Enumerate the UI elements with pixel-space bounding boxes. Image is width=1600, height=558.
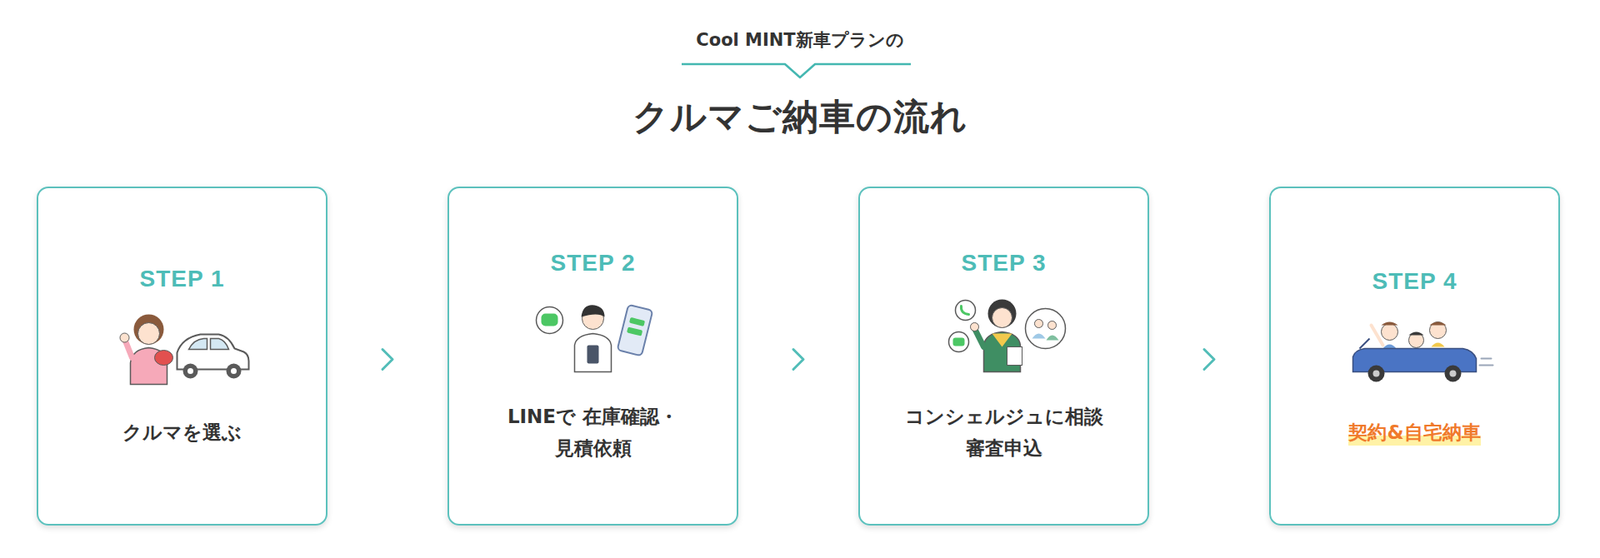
concierge-illustration [949, 300, 1066, 373]
step-number: STEP 4 [1372, 267, 1458, 296]
line-inquiry-illustration-part [587, 345, 600, 365]
concierge-illustration-part [949, 332, 970, 353]
home-delivery-illustration-part [1409, 332, 1425, 336]
line-inquiry-illustration-part [541, 314, 559, 327]
line-inquiry-illustration-part [581, 305, 605, 317]
concierge-illustration-part [992, 308, 1013, 329]
home-delivery-illustration-part [1480, 359, 1494, 366]
car-choice-illustration-part [189, 339, 208, 350]
line-inquiry-illustration-part-part [629, 317, 645, 327]
concierge-illustration-part [1046, 335, 1060, 341]
flow-chevron [382, 350, 393, 370]
home-delivery-illustration-part [1430, 322, 1447, 340]
home-delivery-illustration-part [1360, 339, 1370, 350]
home-delivery-illustration-part [1381, 322, 1399, 326]
step-text: クルマを選ぶ [122, 416, 242, 449]
car-choice-illustration-part [187, 368, 194, 375]
icon-slot [933, 292, 1075, 380]
home-delivery-illustration-part [1430, 322, 1447, 326]
home-delivery-illustration-part [1445, 365, 1462, 383]
concierge-illustration-part [1007, 347, 1023, 366]
car-choice-illustration-part [230, 368, 237, 375]
concierge-illustration-part [955, 300, 976, 321]
line-inquiry-illustration [536, 305, 654, 373]
concierge-illustration-part [1048, 321, 1057, 330]
step-text: LINEで 在庫確認・見積依頼 [487, 400, 699, 465]
concierge-illustration-part [992, 334, 1013, 348]
line-inquiry-illustration-part [536, 307, 564, 335]
step-text: 契約&自宅納車 [1348, 419, 1480, 446]
step-number: STEP 1 [140, 265, 225, 294]
heading-underline [681, 64, 911, 78]
car-choice-illustration-part [125, 341, 133, 359]
home-delivery-illustration-part [1409, 333, 1425, 349]
line-inquiry-illustration-part-part [626, 326, 643, 336]
home-delivery-illustration-part [1381, 324, 1399, 341]
diagram-title: クルマご納車の流れ [0, 93, 1600, 142]
car-choice-illustration-part [155, 350, 174, 366]
home-delivery-illustration-part [1371, 325, 1384, 346]
car-choice-illustration-part [210, 339, 230, 350]
flow-chevron [1204, 350, 1215, 370]
step-box: STEP 4 契約&自宅納車 [1269, 186, 1560, 526]
concierge-illustration-part [1025, 309, 1066, 350]
heading-underline-part [681, 64, 911, 78]
home-delivery-illustration [1353, 322, 1494, 383]
concierge-illustration-part [960, 306, 969, 315]
concierge-illustration-part [1035, 320, 1044, 329]
icon-slot [111, 308, 254, 395]
subheading-label: Cool MINT新車プランの [695, 30, 904, 50]
car-choice-illustration [120, 315, 250, 385]
home-delivery-illustration-part [1373, 370, 1380, 378]
home-delivery-illustration-part [1450, 370, 1457, 378]
step-box: STEP 2 LINEで 在庫確認・見積依頼 [447, 186, 739, 526]
icon-slot [1344, 310, 1486, 398]
step-text: コンシェルジュに相談 審査申込 [898, 400, 1110, 465]
concierge-illustration-part [970, 323, 980, 332]
line-inquiry-illustration-part [575, 334, 612, 373]
car-choice-illustration-part [134, 315, 165, 345]
concierge-illustration-part [975, 330, 985, 348]
line-inquiry-illustration-part [617, 305, 654, 357]
car-choice-illustration-part [138, 323, 160, 345]
concierge-illustration-part [988, 300, 1017, 329]
car-choice-illustration-part [226, 364, 242, 380]
home-delivery-illustration-part [1368, 365, 1385, 383]
car-choice-illustration-part [183, 364, 199, 380]
step-number: STEP 2 [550, 249, 636, 278]
concierge-illustration-part [953, 338, 965, 347]
step-box: STEP 3 コンシェルジュに相談 審査申込 [858, 186, 1150, 526]
step-number: STEP 3 [961, 249, 1047, 278]
home-delivery-illustration-part [1431, 343, 1445, 348]
step-box: STEP 1 クルマを選ぶ [36, 186, 328, 526]
flow-chevron [793, 350, 804, 370]
car-choice-illustration-part [120, 333, 130, 343]
concierge-illustration-part [1032, 334, 1046, 340]
line-inquiry-illustration-part-part [617, 305, 654, 357]
icon-slot [522, 292, 665, 380]
